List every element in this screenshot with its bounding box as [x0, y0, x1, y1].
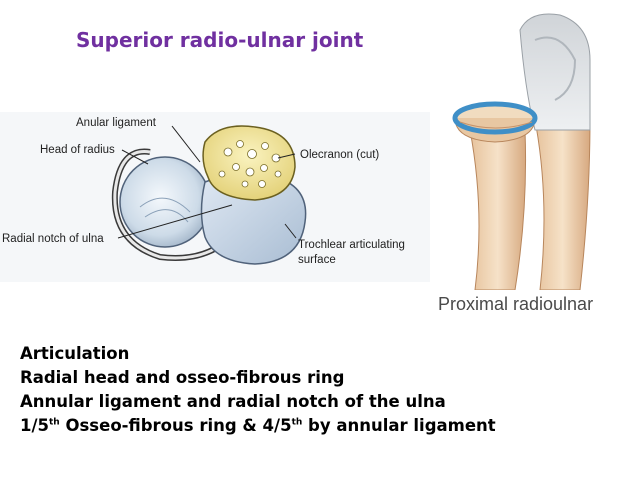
text-line-4: 1/5th Osseo-fibrous ring & 4/5th by annu… — [20, 414, 496, 438]
label-radial-notch: Radial notch of ulna — [2, 233, 104, 245]
text-line-3: Annular ligament and radial notch of the… — [20, 392, 446, 411]
olecranon-shape — [202, 125, 296, 201]
text-line-4-part3: by annular ligament — [302, 416, 496, 435]
label-trochlear-line2: surface — [298, 254, 336, 266]
forearm-bones-illustration — [452, 13, 591, 291]
text-line-2: Radial head and osseo-fibrous ring — [20, 368, 345, 387]
text-line-1: Articulation — [20, 344, 130, 363]
text-line-4-sup2: th — [291, 417, 303, 428]
slide-title: Superior radio-ulnar joint — [76, 28, 364, 52]
label-head-of-radius: Head of radius — [40, 144, 115, 156]
body-text: Articulation Radial head and osseo-fibro… — [20, 342, 496, 438]
label-anular-ligament: Anular ligament — [76, 117, 156, 129]
joint-cross-section-diagram: Anular ligament Head of radius Olecranon… — [0, 112, 430, 282]
text-line-4-part2: Osseo-fibrous ring & 4/5 — [59, 416, 292, 435]
text-line-4-sup1: th — [49, 417, 60, 428]
text-line-4-part1: 1/5 — [20, 416, 49, 435]
label-olecranon: Olecranon (cut) — [300, 149, 380, 161]
figure-caption: Proximal radioulnar — [438, 294, 594, 314]
label-trochlear-line1: Trochlear articulating — [298, 239, 405, 251]
proximal-radioulnar-illustration — [440, 0, 638, 291]
joint-cross-section-illustration — [0, 112, 430, 282]
